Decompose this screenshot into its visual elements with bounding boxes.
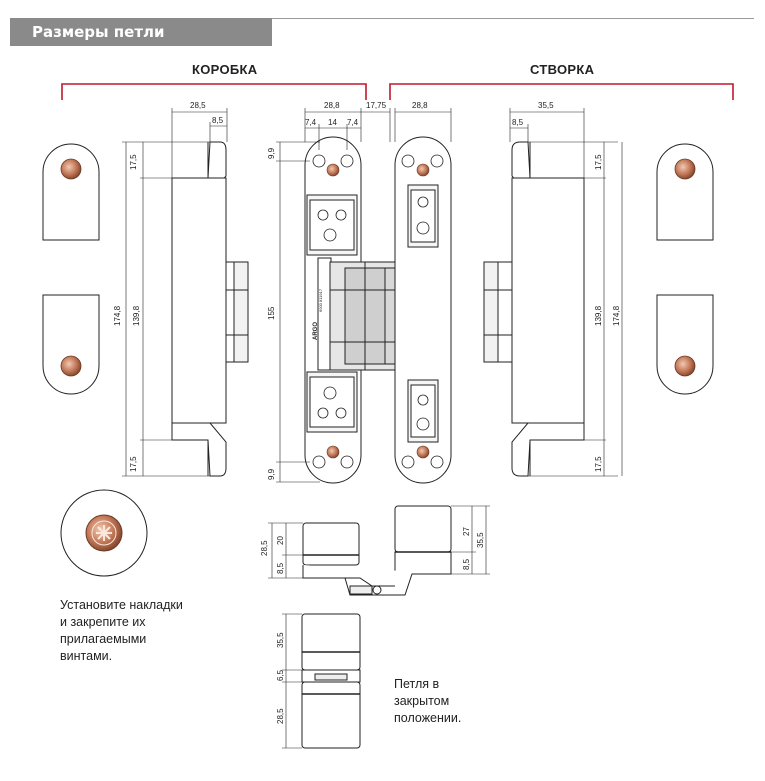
dim-lines-center [276, 108, 452, 483]
hinge-frame-plate [304, 136, 362, 484]
dim-label: 28,8 [412, 101, 428, 110]
adjustment-screw [416, 445, 430, 459]
screw-detail [60, 489, 148, 577]
dim-label: 7,4 [347, 118, 359, 127]
dim-label: 28,8 [324, 101, 340, 110]
frame-bracket [61, 83, 367, 100]
hinge-closed-view [301, 613, 361, 749]
dim-label: 8,5 [212, 116, 224, 125]
frame-body-side-view [171, 141, 249, 477]
dim-lines-top-view [268, 505, 490, 579]
dim-label: 9,9 [267, 468, 276, 480]
dim-label: 9,9 [267, 147, 276, 159]
dim-label: 139,8 [594, 305, 603, 326]
leaf-body-side-view [483, 141, 585, 477]
top-rule [272, 18, 754, 19]
dim-lines-closed [282, 613, 302, 749]
dim-label: 35,5 [538, 101, 554, 110]
leaf-section-label: СТВОРКА [530, 62, 595, 77]
leaf-cover-cap-top [656, 143, 714, 241]
adjustment-screw [326, 163, 340, 177]
dim-lines-frame [122, 108, 228, 477]
dim-lines-leaf [509, 108, 623, 477]
dim-label: 139,8 [132, 305, 141, 326]
cover-cap-screw [674, 355, 696, 377]
dim-label: 8,5 [276, 562, 285, 574]
dim-label: 28,5 [260, 540, 269, 556]
dim-label: 8,5 [512, 118, 524, 127]
frame-cover-cap-bottom [42, 294, 100, 395]
hinge-screws [312, 154, 444, 469]
leaf-cover-cap-bottom [656, 294, 714, 395]
dim-label: 35,5 [476, 532, 485, 548]
closed-position-note: Петля в закрытом положении. [394, 677, 462, 725]
frame-section-label: КОРОБКА [192, 62, 258, 77]
dim-label: 20 [276, 536, 285, 545]
hinge-code-marking: 6000 811917 [318, 288, 323, 312]
dim-label: 27 [462, 527, 471, 536]
dim-label: 17,5 [129, 154, 138, 170]
dim-label: 174,8 [113, 305, 122, 326]
dim-label: 17,75 [366, 101, 387, 110]
hinge-leaf-plate [394, 136, 452, 484]
dim-label: 17,5 [129, 456, 138, 472]
dim-label: 155 [267, 306, 276, 320]
page-title: Размеры петли [32, 23, 165, 41]
dim-label: 28,5 [190, 101, 206, 110]
adjustment-screw [416, 163, 430, 177]
hinge-top-view-open [302, 505, 452, 596]
hinge-brand-marking: ARGO [313, 322, 319, 340]
adjustment-screw [326, 445, 340, 459]
dim-label: 6,5 [276, 669, 285, 681]
dim-label: 17,5 [594, 456, 603, 472]
header-bar: Размеры петли [10, 18, 272, 46]
dim-label: 35,5 [276, 632, 285, 648]
dim-label: 174,8 [612, 305, 621, 326]
dim-label: 17,5 [594, 154, 603, 170]
cover-cap-screw [60, 158, 82, 180]
cover-caps-note: Установите накладки и закрепите их прила… [60, 598, 183, 663]
dim-label: 14 [328, 118, 337, 127]
leaf-bracket [389, 83, 734, 100]
frame-cover-cap-top [42, 143, 100, 241]
dim-label: 28,5 [276, 708, 285, 724]
cover-cap-screw [60, 355, 82, 377]
cover-cap-screw [674, 158, 696, 180]
dim-label: 7,4 [305, 118, 317, 127]
dim-label: 8,5 [462, 558, 471, 570]
